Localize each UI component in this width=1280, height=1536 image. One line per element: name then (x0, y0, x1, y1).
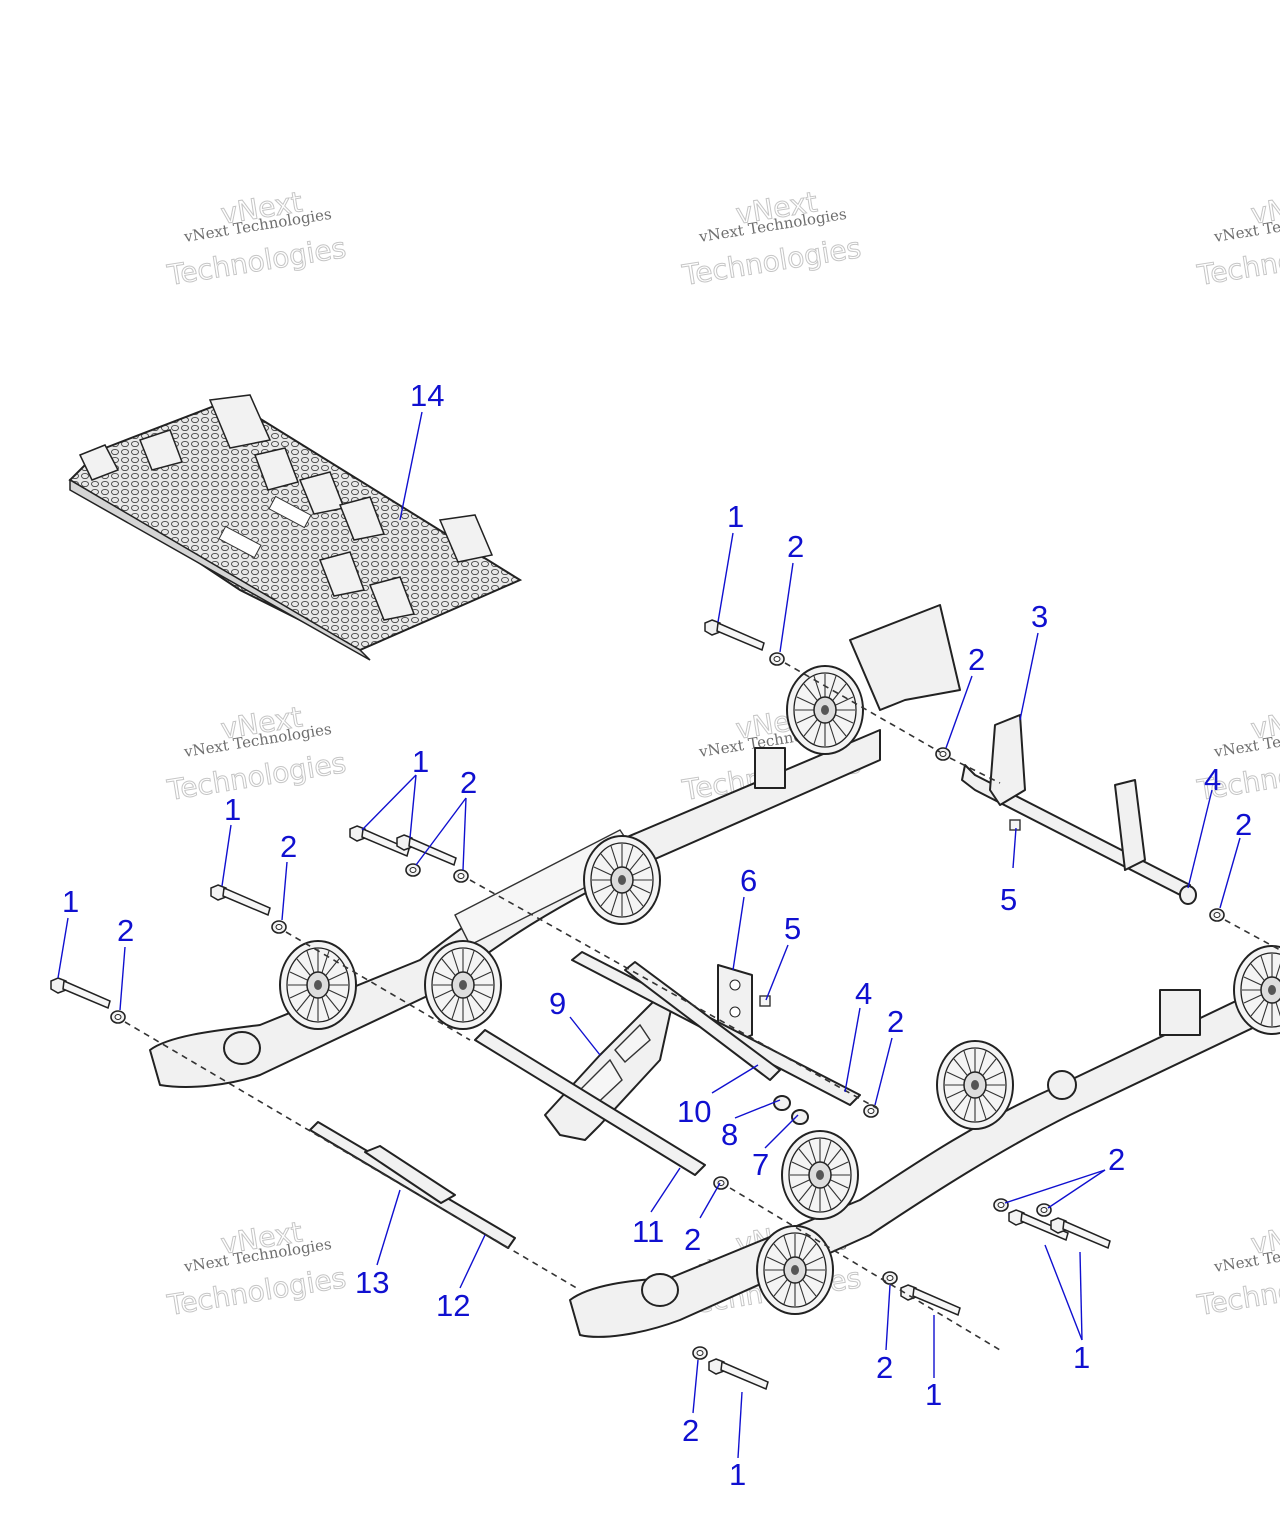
callout-11: 11 (632, 1214, 664, 1249)
watermark: vNext vNext Technologies Technologies (679, 185, 864, 293)
callout-1: 1 (224, 792, 241, 827)
watermark: vNext vNext Technologies Technologies (164, 1215, 349, 1323)
callout-2: 2 (684, 1222, 701, 1257)
callout-5: 5 (1000, 882, 1017, 917)
callout-12: 12 (436, 1288, 470, 1323)
callout-1: 1 (729, 1457, 746, 1492)
callout-2: 2 (968, 642, 985, 677)
callout-3: 3 (1031, 599, 1048, 634)
callout-1: 1 (412, 744, 429, 779)
callout-2: 2 (876, 1350, 893, 1385)
callout-2: 2 (1235, 807, 1252, 842)
callout-1: 1 (727, 499, 744, 534)
callout-4: 4 (1204, 762, 1221, 797)
callout-2: 2 (887, 1004, 904, 1039)
callout-2: 2 (117, 913, 134, 948)
callout-9: 9 (549, 986, 566, 1021)
callout-10: 10 (677, 1094, 711, 1129)
watermark: vNext vNext Technologies Technologies (1194, 185, 1280, 293)
callout-13: 13 (355, 1265, 389, 1300)
watermark: vNext vNext Technologies Technologies (164, 700, 349, 808)
callout-14: 14 (410, 378, 444, 413)
watermark: vNext vNext Technologies Technologies (1194, 1215, 1280, 1323)
callout-4: 4 (855, 976, 872, 1011)
callout-2: 2 (460, 765, 477, 800)
watermark: vNext vNext Technologies Technologies (164, 185, 349, 293)
callout-labels: 14 1 2 3 2 1 2 1 2 4 2 5 1 2 6 5 9 4 2 1… (62, 378, 1252, 1492)
callout-2: 2 (280, 829, 297, 864)
callout-1: 1 (1073, 1340, 1090, 1375)
callout-2: 2 (787, 529, 804, 564)
callout-7: 7 (752, 1147, 769, 1182)
callout-2: 2 (682, 1413, 699, 1448)
callout-1: 1 (925, 1377, 942, 1412)
right-slide-rail (569, 979, 1280, 1338)
callout-5: 5 (784, 911, 801, 946)
callout-1: 1 (62, 884, 79, 919)
leader-lines (57, 411, 1241, 1459)
hardware (50, 619, 1225, 1390)
callout-8: 8 (721, 1117, 738, 1152)
track-belt (68, 394, 523, 661)
rear-arm-assembly (961, 714, 1197, 905)
bracket-plate (717, 964, 753, 1046)
callout-2: 2 (1108, 1142, 1125, 1177)
watermark: vNext vNext Technologies Technologies (1194, 700, 1280, 808)
callout-6: 6 (740, 863, 757, 898)
shafts (309, 951, 861, 1249)
assembly-lines (124, 662, 1280, 1351)
